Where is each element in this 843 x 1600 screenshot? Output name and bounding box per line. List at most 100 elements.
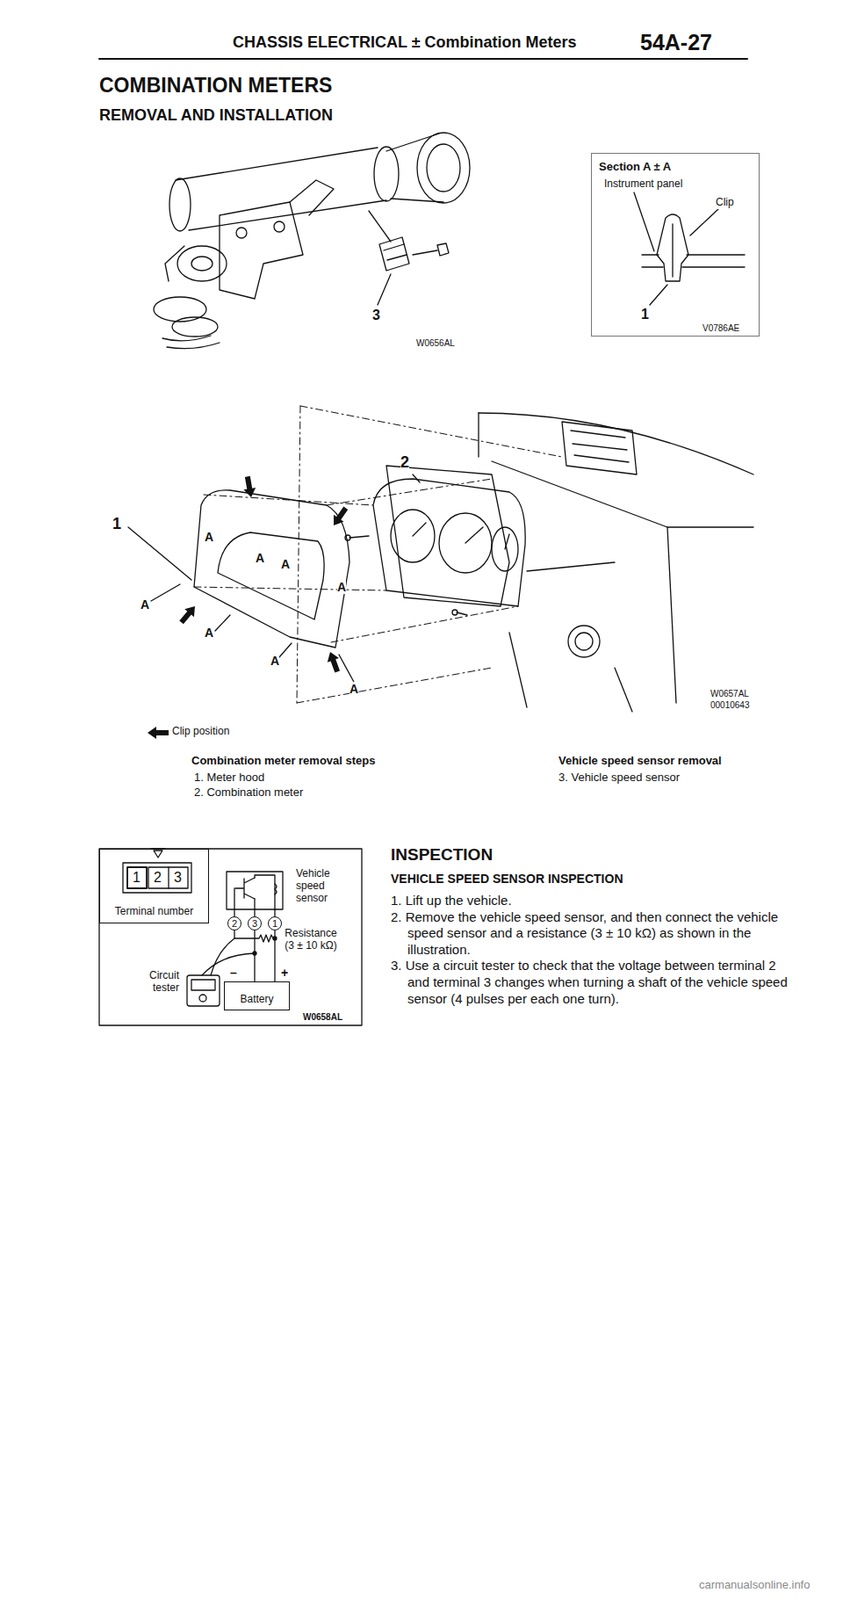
clip-arrows-part (328, 504, 351, 529)
figure-code: W0656AL (416, 338, 455, 349)
watermark: carmanualsonline.info (698, 1577, 810, 1592)
inspection-frame-part (99, 848, 362, 1025)
node-text: 3 (252, 917, 258, 930)
circuit-tester-symbol (187, 974, 220, 1006)
section-mark: A (140, 597, 150, 612)
figure-code: 00010643 (710, 699, 750, 711)
section-mark: A (349, 681, 359, 696)
steering-column-illustration-part (417, 132, 470, 203)
callout-number: 1 (112, 514, 122, 534)
node-text: 2 (231, 917, 238, 930)
steering-column-illustration-part (289, 180, 334, 216)
guide-lines-part (296, 405, 562, 703)
instruction-step: 2. Remove the vehicle speed sensor, and … (390, 908, 796, 959)
callout-number: 2 (400, 453, 410, 472)
steering-column-illustration-part (273, 221, 285, 232)
instrument-panel-illustration-part (568, 625, 600, 657)
combination-meter-illustration (345, 474, 526, 615)
terminal-circle: 2 (227, 915, 242, 930)
polarity-mark: – (230, 965, 238, 980)
clip-section-illustration-part (656, 214, 689, 281)
steering-column-illustration-part (412, 250, 438, 255)
inspection-frame (99, 848, 362, 1025)
speed-sensor-symbol-part (274, 883, 277, 894)
steering-column-illustration-part (165, 245, 185, 281)
guide-lines-part (194, 478, 519, 642)
meter-hood-illustration (128, 489, 350, 648)
clip-arrows-part (176, 602, 200, 627)
step-item: 1. Meter hood (194, 770, 265, 785)
circuit-tester-symbol-part (199, 994, 207, 1002)
steering-column-illustration-part (219, 201, 303, 299)
instruction-steps: 1. Lift up the vehicle.2. Remove the veh… (390, 892, 796, 1007)
steering-column-illustration (153, 132, 470, 349)
clip-section-illustration-part (641, 254, 745, 267)
callout-number: 2 (153, 869, 162, 886)
steering-column-illustration-part (191, 256, 213, 271)
combination-meter-illustration-part (349, 535, 468, 615)
polarity-mark: + (281, 965, 289, 980)
steering-column-illustration-part (172, 317, 218, 337)
clip-arrows-part (324, 649, 343, 674)
instruction-step: 1. Lift up the vehicle. (390, 892, 796, 909)
section-mark: A (255, 550, 265, 565)
clip-section-illustration-part (690, 208, 719, 236)
steering-column-illustration-part (153, 296, 207, 322)
connector-symbol-part (151, 848, 166, 858)
wire (273, 929, 275, 981)
steering-column-illustration-part (379, 237, 410, 271)
instrument-panel-illustration-part (386, 465, 510, 606)
test-wiring-part (234, 908, 275, 916)
combination-meter-illustration-part (452, 609, 458, 615)
steering-column-illustration-part (175, 147, 387, 231)
steps-heading: Combination meter removal steps (191, 754, 376, 768)
instrument-panel-illustration-part (570, 430, 629, 462)
steering-column-illustration-part (437, 243, 449, 256)
step-item: 3. Vehicle speed sensor (558, 770, 680, 785)
header-rule-part (99, 57, 748, 60)
section-mark: A (204, 625, 214, 640)
steering-column-illustration-part (169, 178, 191, 231)
connector-symbol-part (167, 866, 169, 888)
steering-column-illustration-part (386, 133, 444, 202)
connector-symbol-part (127, 866, 147, 888)
terminal-number-box: Terminal number (99, 848, 209, 923)
combination-meter-illustration-part (412, 474, 420, 483)
combination-meter-illustration-part (412, 522, 510, 549)
steering-column-illustration-part (383, 244, 407, 260)
figure-code: W0657AL (710, 688, 750, 699)
part-name: Resistance (3 ± 10 kΩ) (279, 927, 343, 952)
page-number: 54A-27 (640, 29, 713, 56)
section-marks-part (151, 583, 355, 684)
step-item: 2. Combination meter (194, 785, 303, 800)
wire (253, 929, 255, 981)
steering-column-illustration-part (377, 273, 391, 305)
speed-sensor-symbol (226, 871, 283, 909)
node-text: 1 (272, 917, 278, 930)
node-text: Section A ± A (598, 160, 671, 174)
section-inset-frame: Section A ± A (590, 152, 760, 337)
section-mark: A (337, 579, 346, 594)
connector-symbol-part (122, 862, 192, 893)
legend-text: Clip position (172, 725, 230, 738)
figure-code: W0658AL (302, 1011, 343, 1023)
connector-symbol-part (148, 866, 188, 888)
steering-column-illustration-part (368, 210, 391, 242)
callout-number: 3 (173, 869, 182, 886)
section-heading: INSPECTION (390, 844, 493, 865)
page-title: COMBINATION METERS (99, 73, 332, 97)
circuit-tester-symbol-part (187, 974, 220, 1006)
section-marks (151, 583, 355, 684)
instrument-panel-illustration-part (509, 526, 677, 712)
callout-number: 3 (372, 307, 381, 324)
clip-arrows-part (241, 475, 258, 498)
part-name: Vehicle speed sensor (295, 867, 340, 904)
clip-section-illustration (634, 192, 745, 305)
instrument-panel-illustration (386, 412, 754, 712)
speed-sensor-symbol-part (235, 877, 255, 899)
steering-column-illustration-part (236, 227, 247, 238)
connector-symbol (122, 848, 192, 893)
clip-section-illustration-part (671, 223, 673, 277)
